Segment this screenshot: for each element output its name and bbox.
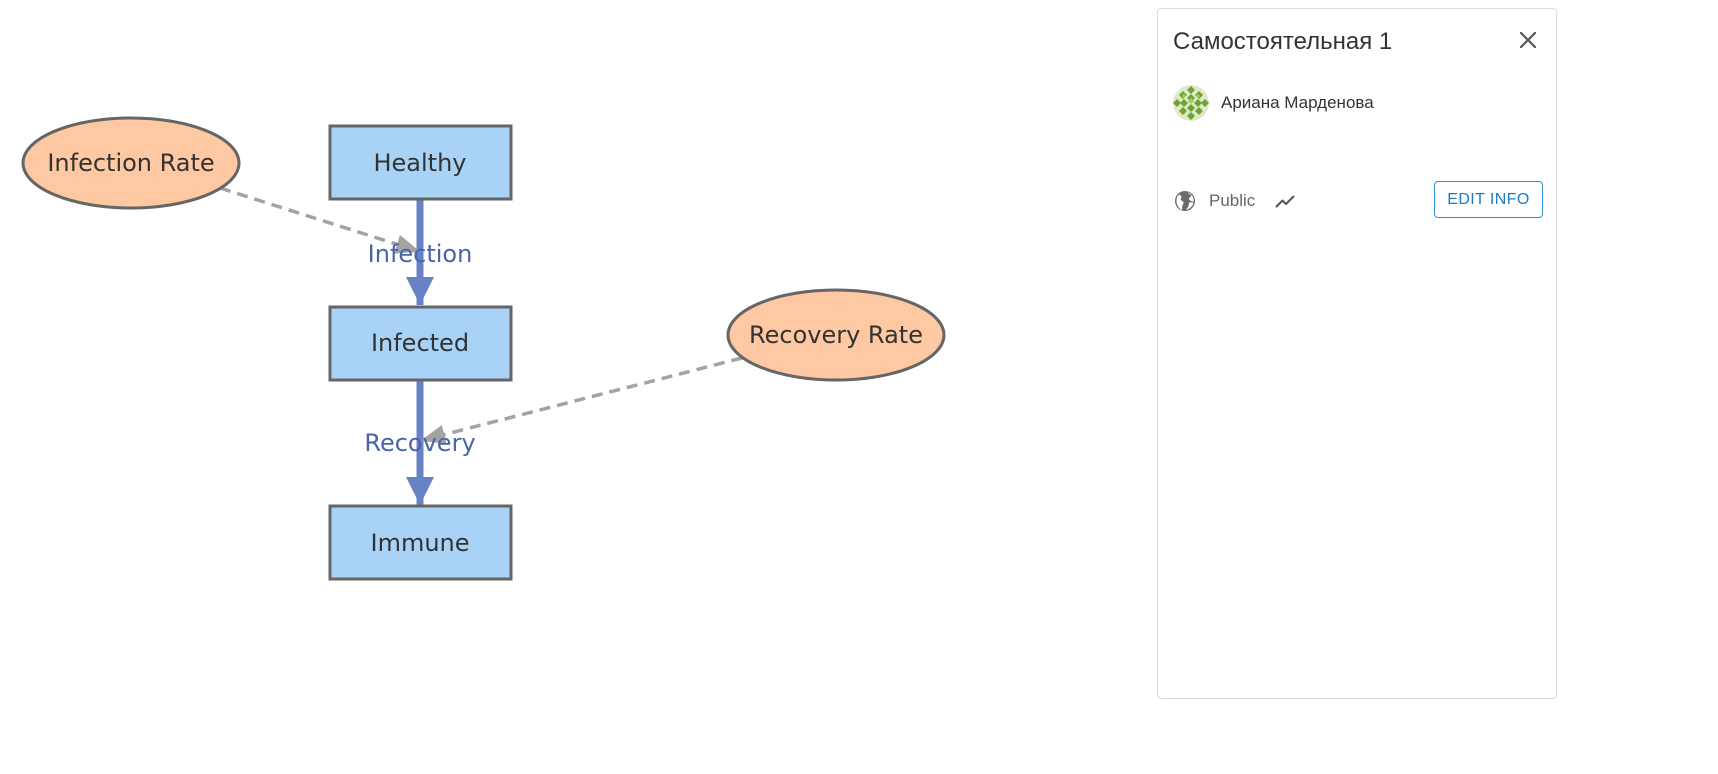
panel-title: Самостоятельная 1 [1173,28,1393,55]
model-info-panel: Самостоятельная 1 [1157,8,1557,699]
author-row: Ариана Марденова [1173,85,1374,121]
variable-ellipse[interactable] [726,288,946,382]
stock-infected[interactable]: Infected [328,305,513,382]
variable-recovery-rate[interactable]: Recovery Rate [726,288,946,382]
flow-label-recovery[interactable]: Recovery [364,429,475,457]
variable-label-recovery-rate: Recovery Rate [749,321,923,349]
close-icon[interactable] [1513,25,1543,55]
close-button[interactable] [1513,25,1543,55]
stock-box[interactable] [328,124,513,201]
visibility-label: Public [1209,191,1256,210]
variable-infection-rate[interactable]: Infection Rate [21,116,241,210]
edit-info-button[interactable]: EDIT INFO [1434,181,1543,218]
globe-icon [1175,191,1195,211]
variable-ellipse[interactable] [21,116,241,210]
stock-box[interactable] [328,504,513,581]
stock-box[interactable] [328,305,513,382]
stock-label-infected: Infected [371,329,469,357]
link-recovery-rate[interactable] [420,356,743,445]
meta-row: Public [1173,187,1297,215]
flow-label-infection[interactable]: Infection [368,240,473,268]
avatar-pattern-icon [1173,85,1209,121]
stock-immune[interactable]: Immune [328,504,513,581]
author-name[interactable]: Ариана Марденова [1221,93,1374,112]
variable-label-infection-rate: Infection Rate [47,149,214,177]
stock-label-immune: Immune [370,529,469,557]
stock-label-healthy: Healthy [373,149,466,177]
stock-healthy[interactable]: Healthy [328,124,513,201]
avatar[interactable] [1173,85,1209,121]
diagram-svg: Infection Recovery Healthy Infected Immu… [21,116,946,581]
model-canvas[interactable]: Infection Recovery Healthy Infected Immu… [0,0,1150,774]
trending-icon[interactable] [1273,189,1297,213]
